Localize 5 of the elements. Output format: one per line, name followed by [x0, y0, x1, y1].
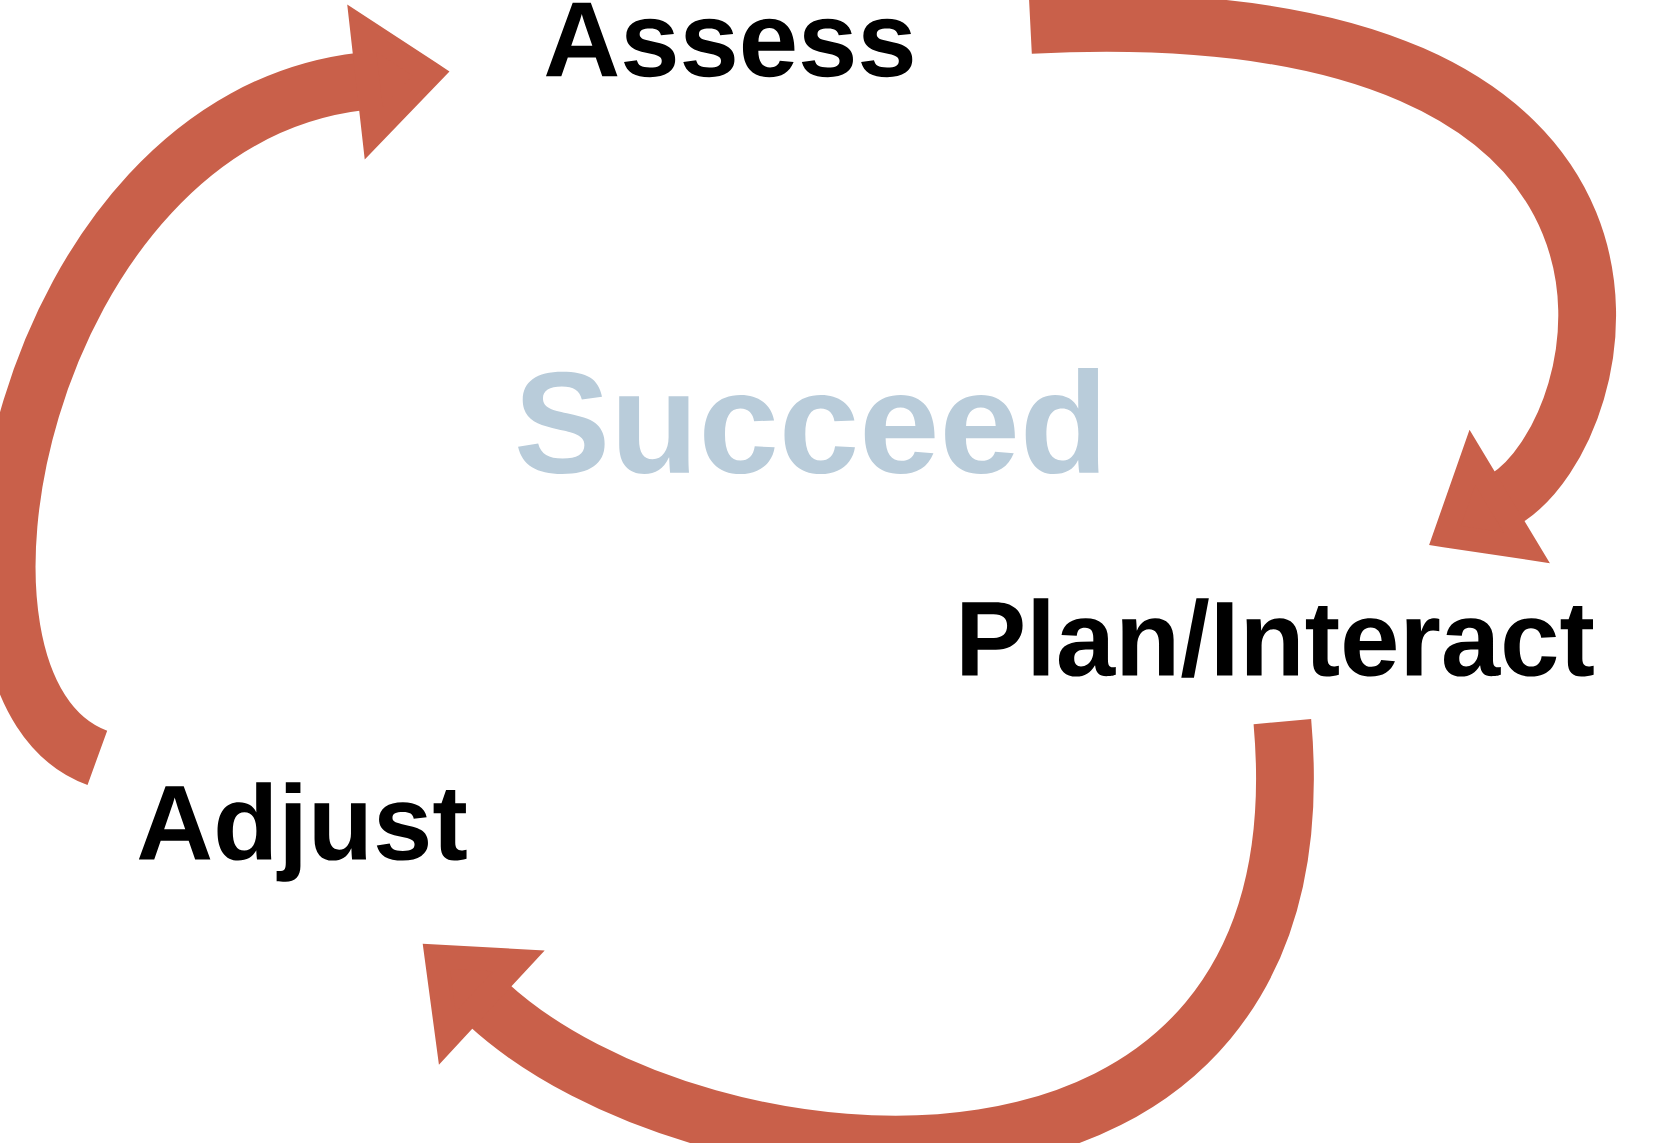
step-label: Plan/Interact: [962, 598, 1594, 678]
step-label: Assess: [545, 2, 913, 78]
curved-arrow: [1030, 0, 1615, 564]
step-label: Adjust: [138, 782, 467, 882]
center-title: Succeed: [518, 367, 1099, 475]
